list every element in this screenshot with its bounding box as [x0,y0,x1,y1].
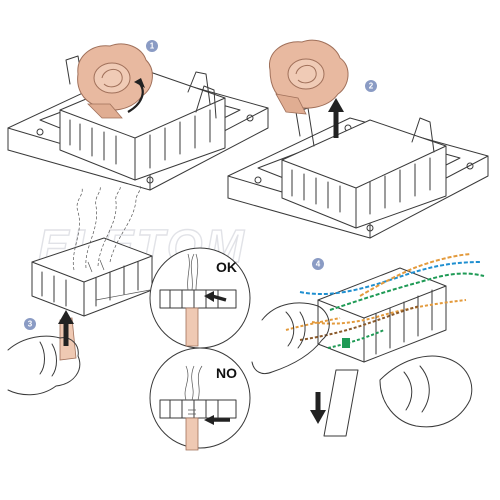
step-2-socket-module [281,119,447,229]
step-4-illustration: 4 [251,253,485,437]
no-callout-circle [149,347,251,449]
step-3-twisted-pairs [72,185,141,273]
step-4-wire-brown [299,305,421,341]
step-4-right-hand [379,355,473,428]
no-callout: NO [149,347,251,451]
ok-callout: OK [149,247,251,349]
step-3-number: 3 [28,320,33,329]
step-3-hand [7,335,81,396]
step-2-badge [365,80,377,92]
step-4-cable [323,369,359,437]
step-4-wire-orange [359,253,471,297]
no-label: NO [216,365,237,381]
no-cable [185,417,199,451]
step-4-wires [285,253,485,349]
step-1-badge [146,40,158,52]
step-3-illustration: 3 [7,185,153,396]
step-4-left-hand [251,302,330,375]
step-1-illustration: 1 [7,40,269,191]
ok-cable [185,307,199,347]
step-4-wire-blue [299,261,481,295]
step-3-badge [24,318,36,330]
step-4-wire-green [329,272,485,311]
step-4-number: 4 [316,260,321,269]
step-1-rotate-arrow [127,83,144,113]
step-1-number: 1 [150,42,155,51]
ok-arrow [211,294,227,302]
step-2-illustration: 2 [227,39,489,239]
step-4-badge [312,258,324,270]
step-2-number: 2 [369,82,374,91]
ok-label: OK [216,259,237,275]
